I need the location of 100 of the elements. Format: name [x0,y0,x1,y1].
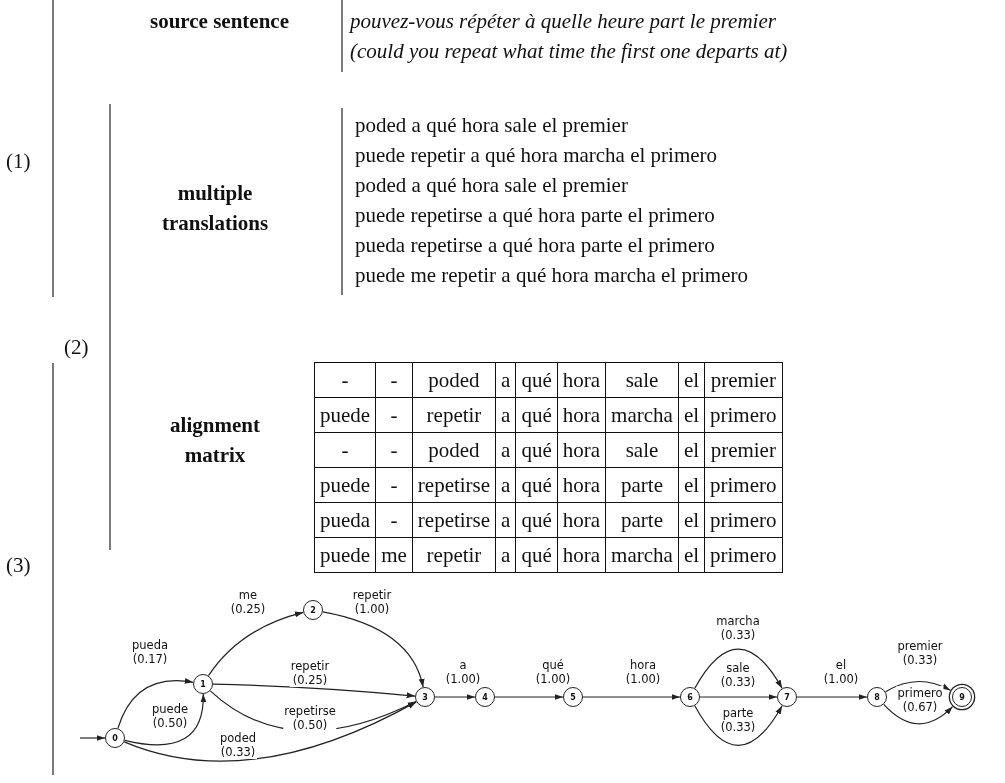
edge-label: premier (0.33) [896,639,944,667]
arrow [699,694,778,700]
edge-label: repetirse (0.50) [283,704,337,732]
translation-sentence: puede repetirse a qué hora parte el primero [355,202,715,229]
edge-label: primero (0.67) [896,686,944,714]
arrow [207,611,304,677]
state-circle: 3 [415,687,435,707]
table-cell: qué [515,502,558,538]
table-cell: el [678,502,705,538]
table-cell: sale [605,362,679,398]
section-number: (3) [6,552,31,579]
section-number: (2) [64,334,89,361]
table-cell: a [495,362,516,398]
table-cell: hora [557,467,606,503]
table-cell: - [375,467,413,503]
translation-sentence: poded a qué hora sale el premier [355,172,628,199]
table-cell: hora [557,502,606,538]
state-circle: 6 [680,687,700,707]
table-cell: el [678,397,705,433]
state-circle: 7 [777,687,797,707]
table-cell: me [375,537,413,573]
final-state-circle: 9 [952,687,972,707]
table-cell: - [375,502,413,538]
edge-label: repetir (1.00) [351,588,393,616]
state-circle: 5 [563,687,583,707]
table-cell: qué [515,432,558,468]
table-cell: a [495,467,516,503]
table-cell: - [375,397,413,433]
table-cell: el [678,467,705,503]
table-cell: puede [314,467,376,503]
section-number: (1) [6,148,31,175]
table-cell: hora [557,397,606,433]
table-cell: parte [605,467,679,503]
source-sentence: pouvez-vous répéter à quelle heure part le premier [350,8,776,35]
translation-sentence: puede repetir a qué hora marcha el primero [355,142,718,169]
table-cell: a [495,432,516,468]
arrow [884,680,951,693]
table-cell: parte [605,502,679,538]
table-cell: poded [412,362,496,398]
arrow [694,705,783,746]
arrow [212,683,416,699]
table-cell: marcha [605,537,679,573]
edge-label: sale (0.33) [719,661,757,689]
table-cell: el [678,537,705,573]
table-cell: qué [515,467,558,503]
table-cell: primero [704,467,783,503]
translation-sentence: poded a qué hora sale el premier [355,112,628,139]
arrow [796,694,868,700]
table-cell: puede [314,537,376,573]
table-cell: poded [412,432,496,468]
edge-label: qué (1.00) [534,658,572,686]
state-circle: 1 [193,674,213,694]
translation-sentence: puede me repetir a qué hora marcha el primero [355,262,748,289]
table-cell: qué [515,397,558,433]
arrow [434,694,476,700]
section-heading: source sentence [150,8,289,35]
table-cell: a [495,537,516,573]
edge-label: hora (1.00) [624,658,662,686]
state-circle: 0 [105,728,125,748]
arrow [322,611,424,688]
table-cell: premier [704,432,783,468]
table-cell: primero [704,397,783,433]
state-circle: 8 [867,687,887,707]
arrow [123,701,417,762]
table-cell: qué [515,537,558,573]
arrow [582,694,681,700]
table-cell: repetir [412,537,496,573]
edge-label: puede (0.50) [151,702,189,730]
table-cell: hora [557,432,606,468]
table-cell: pueda [314,502,376,538]
table-cell: hora [557,537,606,573]
source-gloss: (could you repeat what time the first one departs at) [350,38,788,65]
table-cell: marcha [605,397,679,433]
edge-label: poded (0.33) [219,731,257,759]
section-heading: alignment matrix [169,412,261,469]
table-cell: sale [605,432,679,468]
table-cell: repetir [412,397,496,433]
edge-label: pueda (0.17) [131,638,169,666]
table-cell: - [314,362,376,398]
state-circle: 2 [303,600,323,620]
table-cell: - [375,362,413,398]
table-cell: premier [704,362,783,398]
arrow [883,703,954,725]
arrow [124,693,206,746]
arrow [79,735,106,741]
table-cell: qué [515,362,558,398]
section-heading: multiple translations [160,180,270,237]
table-cell: puede [314,397,376,433]
table-cell: a [495,502,516,538]
table-cell: el [678,432,705,468]
table-cell: - [314,432,376,468]
arrow [117,678,194,730]
arrow [694,648,783,689]
table-cell: repetirse [412,502,496,538]
table-cell: hora [557,362,606,398]
table-cell: a [495,397,516,433]
table-cell: - [375,432,413,468]
state-circle: 4 [475,687,495,707]
table-cell: primero [704,502,783,538]
table-cell: primero [704,537,783,573]
